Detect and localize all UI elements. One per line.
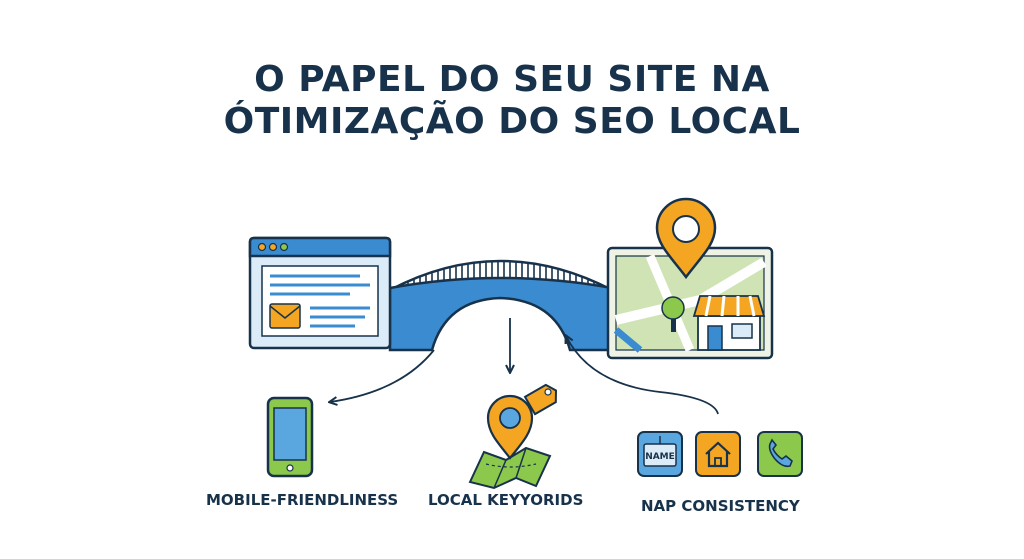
map-panel <box>606 246 774 360</box>
nap-consistency-label: NAP CONSISTENCY <box>641 497 800 515</box>
name-tag-icon: NAME <box>637 431 683 477</box>
smartphone-icon <box>266 396 314 478</box>
arrow-from-nap <box>566 336 719 415</box>
page-title-line-1: O PAPEL DO SEU SITE NA <box>254 59 770 100</box>
bridge-icon <box>388 259 614 352</box>
page-title-line-2: ÓTIMIZAÇÃO DO SEO LOCAL <box>223 101 801 142</box>
mobile-friendliness-label: MOBILE-FRIENDLINESS <box>206 491 399 509</box>
phone-icon <box>757 431 803 477</box>
map-pin-icon <box>655 197 717 280</box>
tree-icon <box>661 296 685 332</box>
house-icon <box>695 431 741 477</box>
arrow-to-mobile <box>330 349 435 402</box>
arrows <box>330 318 719 415</box>
keyword-tag-icon <box>468 383 558 490</box>
local-keywords-label: LOCAL KEYYORIDS <box>428 491 584 509</box>
storefront-icon <box>692 295 766 351</box>
name-tag-text: NAME <box>645 452 675 462</box>
browser-window-icon <box>248 236 392 350</box>
